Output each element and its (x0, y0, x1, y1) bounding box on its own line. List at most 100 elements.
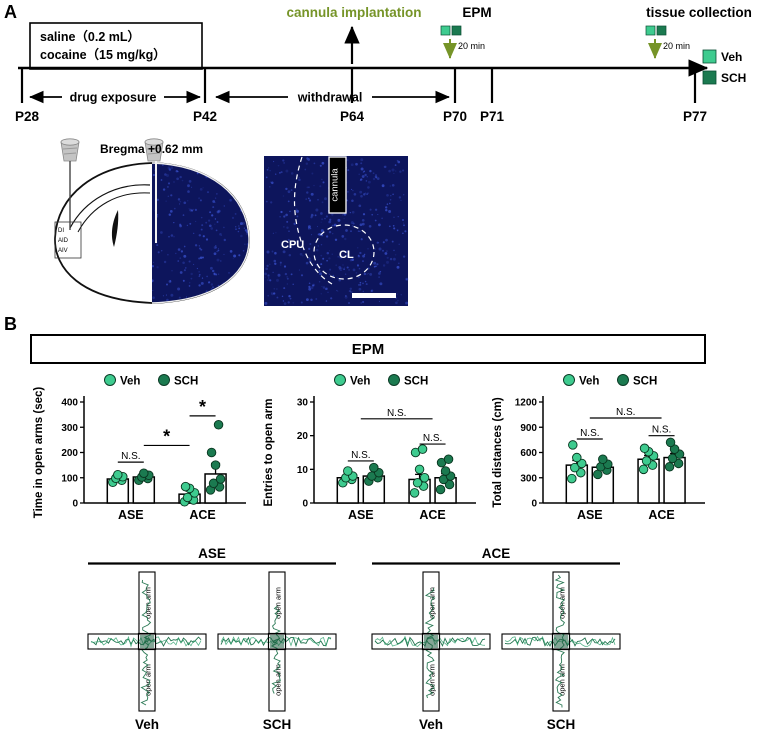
speckle (170, 194, 173, 197)
speckle (283, 226, 285, 228)
speckle (223, 238, 226, 242)
speckle (350, 290, 353, 294)
speckle (285, 169, 289, 173)
speckle (351, 188, 353, 190)
inner-line (77, 192, 151, 233)
speckle (270, 201, 273, 204)
speckle (403, 224, 405, 227)
speckle (317, 199, 319, 201)
speckle (358, 173, 361, 176)
open-arm-label: open arm (428, 587, 437, 619)
sig-label: N.S. (580, 428, 599, 439)
data-point (182, 492, 193, 503)
y-tick-label: 200 (61, 448, 78, 459)
speckle (165, 283, 169, 286)
speckle (266, 264, 269, 268)
speckle (310, 192, 314, 196)
speckle (296, 240, 299, 244)
speckle (398, 196, 402, 199)
data-point (667, 453, 678, 464)
speckle (245, 280, 249, 284)
speckle (179, 223, 182, 226)
speckle (298, 176, 300, 178)
speckle (349, 211, 352, 214)
speckle (396, 265, 400, 269)
speckle (218, 248, 220, 249)
speckle (221, 234, 223, 237)
speckle (200, 281, 204, 285)
speckle (363, 253, 366, 256)
y-tick-label: 900 (520, 423, 537, 434)
speckle (221, 169, 223, 171)
speckle (363, 193, 366, 196)
speckle (168, 213, 172, 216)
speckle (266, 250, 270, 254)
speckle (395, 170, 397, 172)
timepoint-p64: P64 (340, 109, 365, 124)
speckle (276, 296, 279, 299)
y-axis-title: Time in open arms (sec) (33, 387, 45, 519)
data-point (570, 462, 580, 473)
speckle (338, 278, 341, 282)
speckle (334, 238, 338, 241)
speckle (216, 251, 218, 253)
inset-aiv-label: AIV (58, 248, 68, 254)
speckle (326, 251, 330, 255)
speckle (240, 234, 243, 238)
open-arm-label: open arm (274, 587, 283, 619)
speckle (213, 166, 217, 169)
speckle (348, 268, 351, 271)
speckle (276, 278, 279, 282)
sig-label: * (163, 426, 170, 446)
speckle (406, 278, 408, 280)
speckle (381, 184, 385, 188)
speckle (183, 269, 186, 272)
speckle (322, 181, 325, 184)
speckle (400, 199, 402, 202)
speckle (367, 186, 370, 189)
scale-bar (227, 292, 246, 296)
speckle (359, 223, 363, 227)
speckle (167, 253, 169, 256)
speckle (290, 172, 294, 175)
speckle (212, 206, 215, 209)
brain-diagram: DI AID AIV Bregma +0.62 mm (54, 138, 250, 304)
speckle (362, 260, 364, 262)
x-category-label: ACE (419, 508, 445, 522)
speckle (286, 276, 288, 278)
speckle (238, 227, 241, 230)
speckle (296, 209, 299, 213)
speckle (191, 186, 193, 188)
speckle (362, 213, 366, 216)
speckle (367, 192, 369, 194)
speckle (173, 181, 175, 183)
speckle (322, 286, 326, 289)
speckle (381, 217, 383, 220)
speckle (342, 264, 344, 266)
speckle (318, 280, 321, 283)
panel-a-label: A (4, 2, 17, 22)
speckle (173, 222, 175, 224)
ventricle (111, 210, 119, 247)
speckle (377, 213, 379, 216)
speckle (152, 265, 155, 268)
speckle (328, 220, 331, 224)
speckle (274, 251, 277, 255)
speckle (367, 180, 371, 184)
speckle (164, 173, 167, 176)
speckle (188, 281, 191, 284)
speckle (276, 288, 278, 290)
legend-label: Veh (350, 376, 370, 388)
speckle (298, 269, 300, 271)
speckle (365, 180, 368, 182)
speckle (300, 301, 303, 304)
speckle (177, 198, 181, 201)
speckle (223, 169, 225, 172)
speckle (187, 301, 191, 303)
speckle (319, 185, 322, 188)
hemisection-border (151, 162, 250, 304)
speckle (288, 294, 291, 298)
speckle (361, 175, 365, 178)
x-category-label: ASE (118, 508, 144, 522)
